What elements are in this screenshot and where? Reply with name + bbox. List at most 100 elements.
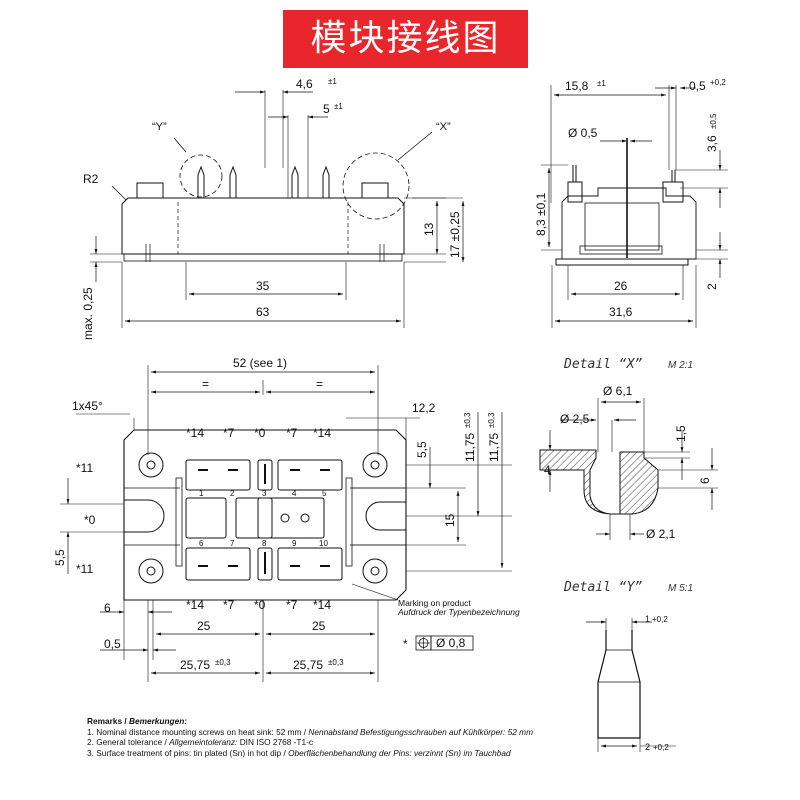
dim-max-0-25: max. 0,25 xyxy=(81,287,95,340)
pin-label: *7 xyxy=(223,426,235,440)
front-body-outline xyxy=(121,197,405,255)
detail-x-section xyxy=(539,449,659,515)
dim-dia-2-5: Ø 2,5 xyxy=(560,412,590,426)
dim-25-b: 25 xyxy=(312,619,326,633)
detail-y-pin xyxy=(597,630,641,739)
detail-y-labels: Detail “Y” M 5:1 1 +0,2 2 +0,2 xyxy=(563,580,693,752)
dim-5: 5 xyxy=(323,102,330,116)
dim-4-6-tol: ±1 xyxy=(328,77,337,86)
pin-label: *0 xyxy=(254,426,266,440)
pin-label: *0 xyxy=(254,598,266,612)
mount-hole xyxy=(362,452,388,478)
pin-label: *7 xyxy=(223,598,235,612)
terminal-number: 5 xyxy=(322,489,327,498)
front-pin xyxy=(291,165,299,198)
mount-hole xyxy=(362,558,388,584)
mount-hole xyxy=(138,558,164,584)
dim-11-75-b: 11,75 xyxy=(487,433,501,462)
front-view xyxy=(90,90,465,328)
dim-4-6: 4,6 xyxy=(296,77,313,91)
side-view-labels: 15,8 ±1 0,5 +0,2 3,6 ±0,5 Ø 0,5 8,3 ±0,1… xyxy=(534,78,726,319)
front-view-labels: “Y” “X” R2 4,6 ±1 5 ±1 13 17 ±0,25 35 63… xyxy=(81,77,462,340)
dim-35: 35 xyxy=(256,279,270,293)
dim-17: 17 ±0,25 xyxy=(448,211,462,258)
radius-label: R2 xyxy=(83,172,99,186)
terminal-number: 9 xyxy=(292,539,297,548)
dim-25-75-a: 25,75 xyxy=(180,658,210,672)
dim-26: 26 xyxy=(614,279,628,293)
pin-label: *14 xyxy=(313,598,331,612)
dim-4-detail: 4 xyxy=(544,463,551,477)
dim-5-tol: ±1 xyxy=(334,102,343,111)
detail-y-title: Detail “Y” xyxy=(563,580,642,595)
dim-dia-6-1: Ø 6,1 xyxy=(603,384,633,398)
title-banner: 模块接线图 xyxy=(283,10,528,68)
terminal-number: 4 xyxy=(292,489,297,498)
detail-x xyxy=(539,398,718,540)
detail-x-circle xyxy=(342,152,410,220)
top-view-labels: 52 (see 1) = = 1x45° 12,2 11,75 ±0,3 11,… xyxy=(53,356,520,672)
dim-8-3: 8,3 ±0,1 xyxy=(534,192,548,236)
mount-hole xyxy=(138,452,164,478)
marking-en: Marking on product xyxy=(398,598,471,608)
terminal-number: 10 xyxy=(319,539,328,548)
dim-63: 63 xyxy=(256,305,270,319)
dim-3-6-tol: ±0,5 xyxy=(709,113,718,129)
dim-5-5-right: 5,5 xyxy=(415,441,429,458)
remark-line: 1. Nominal distance mounting screws on h… xyxy=(87,726,533,737)
terminal-number: 8 xyxy=(262,539,267,548)
dim-0-5-top: 0,5 xyxy=(104,637,121,651)
top-view xyxy=(60,365,512,682)
remark-line: 2. General tolerance / Allgemeintoleranz… xyxy=(87,737,313,747)
marking-de: Aufdruck der Typenbezeichnung xyxy=(397,607,520,617)
front-base-plate xyxy=(123,253,403,262)
pin-label: *7 xyxy=(286,426,298,440)
dim-6-detail: 6 xyxy=(698,477,712,484)
dim-2-detail-y-tol: +0,2 xyxy=(653,743,669,752)
side-base xyxy=(555,258,689,266)
front-pin xyxy=(197,165,205,198)
top-body-outline xyxy=(123,429,407,601)
terminal-number: 1 xyxy=(199,489,204,498)
remarks-block: Remarks / Bemerkungen: 1. Nominal distan… xyxy=(87,716,533,758)
dim-5-5-left: 5,5 xyxy=(53,549,67,566)
dim-12-2: 12,2 xyxy=(412,401,436,415)
pin-label: *11 xyxy=(76,461,93,475)
dim-1x45: 1x45° xyxy=(72,399,103,413)
front-pin xyxy=(229,165,237,198)
detail-x-title: Detail “X” xyxy=(563,357,642,372)
dim-11-75-a: 11,75 xyxy=(463,433,477,462)
eq-right: = xyxy=(316,377,323,391)
pin-label: *14 xyxy=(186,426,204,440)
pin-label: *7 xyxy=(286,598,298,612)
tolerance-value: Ø 0,8 xyxy=(436,636,466,650)
pin-label: *14 xyxy=(186,598,204,612)
terminal-number: 6 xyxy=(199,539,204,548)
dim-52: 52 (see 1) xyxy=(233,356,287,370)
side-view xyxy=(541,85,728,328)
y-reference-label: “Y” xyxy=(152,121,167,133)
tolerance-star: * xyxy=(403,637,408,651)
pin-label: *0 xyxy=(84,513,96,527)
pin-label: *11 xyxy=(76,562,93,576)
dim-25-a: 25 xyxy=(197,619,211,633)
detail-x-scale: M 2:1 xyxy=(668,360,693,371)
dim-0-5-tol: +0,2 xyxy=(710,78,726,87)
dim-dia-2-1: Ø 2,1 xyxy=(646,527,676,541)
terminal-number: 3 xyxy=(262,489,267,498)
x-reference-label: “X” xyxy=(436,121,451,133)
remark-line: 3. Surface treatment of pins: tin plated… xyxy=(87,747,511,758)
dim-6: 6 xyxy=(104,601,111,615)
title-text: 模块接线图 xyxy=(310,18,501,59)
terminal-number: 7 xyxy=(230,539,235,548)
top-notch-left xyxy=(124,499,165,533)
dim-25-75-b: 25,75 xyxy=(293,658,323,672)
dim-15-8: 15,8 xyxy=(565,79,589,93)
dim-15: 15 xyxy=(443,513,457,527)
detail-y-circle xyxy=(179,154,223,198)
dim-1-detail-y-tol: +0,2 xyxy=(652,615,668,624)
dim-11-75-b-tol: ±0,3 xyxy=(487,412,496,428)
center-pin xyxy=(280,513,290,523)
dim-0-5: 0,5 xyxy=(689,79,706,93)
